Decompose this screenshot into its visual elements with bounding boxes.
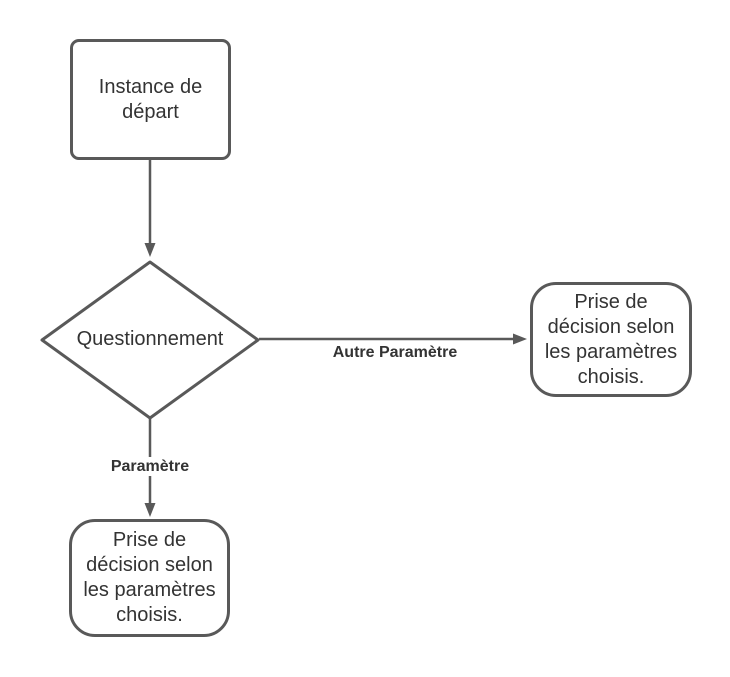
node-outcome-right: Prise de décision selon les paramètres c… [530, 282, 692, 397]
edge-start-to-decision [144, 160, 156, 257]
arrowhead-down-icon [144, 243, 156, 257]
node-outcome-bottom-label: Prise de décision selon les paramètres c… [83, 529, 216, 626]
edge-label-autre-parametre: Autre Paramètre [332, 344, 458, 361]
node-outcome-bottom: Prise de décision selon les paramètres c… [69, 519, 230, 637]
edge-label-parametre: Paramètre [100, 457, 200, 477]
node-decision-label: Questionnement [76, 328, 224, 350]
arrowhead-down-icon [144, 503, 156, 517]
node-outcome-right-label: Prise de décision selon les paramètres c… [544, 290, 678, 388]
arrowhead-right-icon [513, 333, 527, 345]
node-start-label: Instance de départ [98, 75, 203, 123]
node-start: Instance de départ [70, 39, 231, 160]
edge-decision-to-right [259, 333, 527, 345]
